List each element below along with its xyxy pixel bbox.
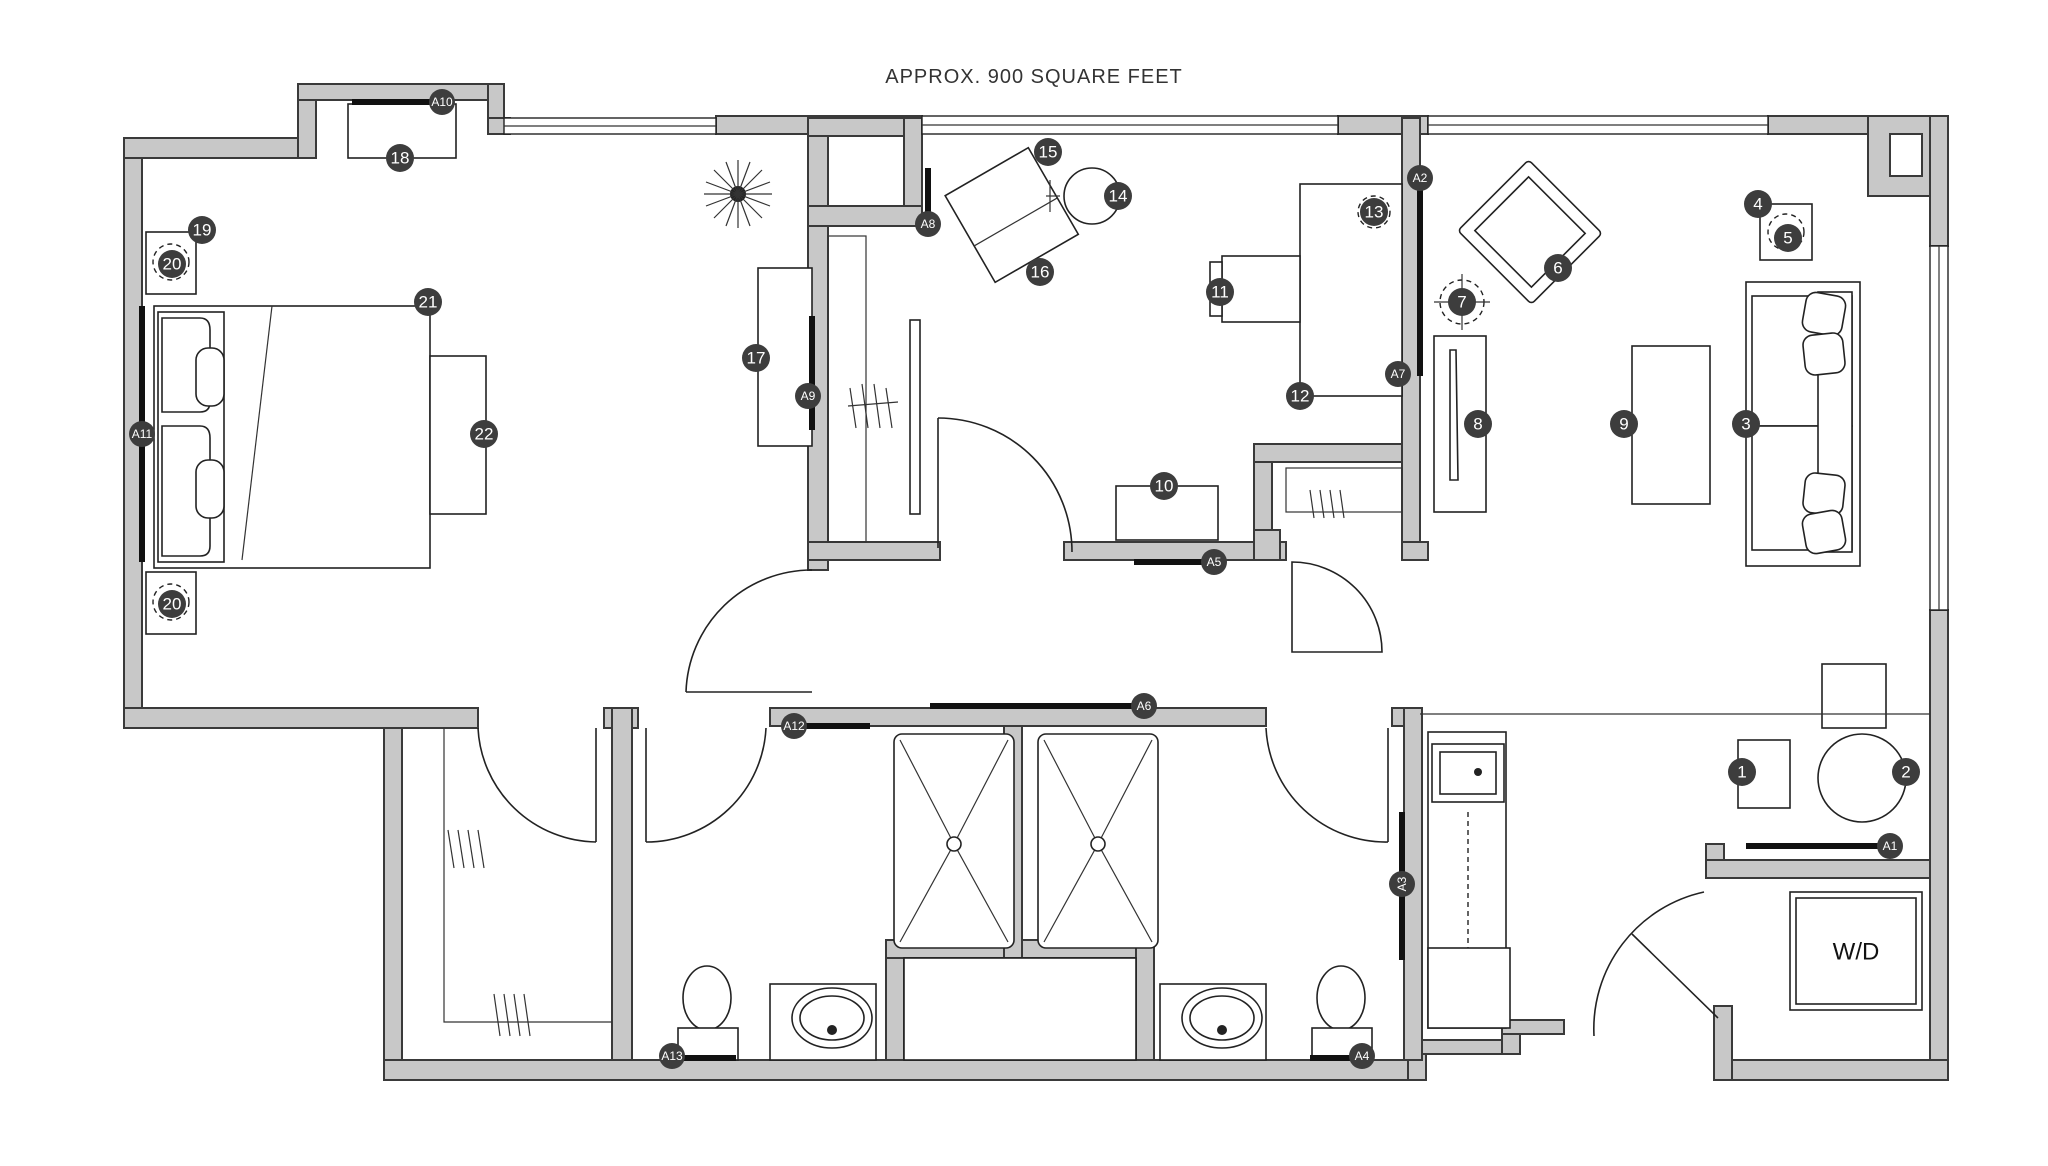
marker-a4: A4 xyxy=(1349,1043,1375,1069)
marker-3: 3 xyxy=(1732,410,1760,438)
marker-a11: A11 xyxy=(129,421,155,447)
marker-a1: A1 xyxy=(1877,833,1903,859)
marker-6: 6 xyxy=(1544,254,1572,282)
svg-text:9: 9 xyxy=(1619,415,1628,434)
marker-a13: A13 xyxy=(659,1043,685,1069)
marker-21: 21 xyxy=(414,288,442,316)
windows xyxy=(503,115,1949,611)
svg-text:A1: A1 xyxy=(1883,839,1898,853)
marker-a7: A7 xyxy=(1385,361,1411,387)
svg-text:3: 3 xyxy=(1741,415,1750,434)
marker-8: 8 xyxy=(1464,410,1492,438)
svg-text:16: 16 xyxy=(1031,263,1050,282)
svg-text:A2: A2 xyxy=(1413,171,1428,185)
marker-14: 14 xyxy=(1104,182,1132,210)
svg-text:A6: A6 xyxy=(1137,699,1152,713)
svg-text:14: 14 xyxy=(1109,187,1128,206)
svg-text:6: 6 xyxy=(1553,259,1562,278)
svg-text:19: 19 xyxy=(193,221,212,240)
svg-text:15: 15 xyxy=(1039,143,1058,162)
marker-20-top: 20 xyxy=(158,250,186,278)
svg-text:2: 2 xyxy=(1901,763,1910,782)
marker-a10: A10 xyxy=(429,89,455,115)
marker-20-bottom: 20 xyxy=(158,590,186,618)
svg-text:20: 20 xyxy=(163,595,182,614)
marker-9: 9 xyxy=(1610,410,1638,438)
svg-text:A3: A3 xyxy=(1395,876,1409,891)
svg-text:17: 17 xyxy=(747,349,766,368)
svg-text:22: 22 xyxy=(475,425,494,444)
marker-1: 1 xyxy=(1728,758,1756,786)
svg-text:A7: A7 xyxy=(1391,367,1406,381)
svg-text:A10: A10 xyxy=(431,95,453,109)
marker-a5: A5 xyxy=(1201,549,1227,575)
area-title: APPROX. 900 SQUARE FEET xyxy=(885,66,1183,88)
svg-text:10: 10 xyxy=(1155,477,1174,496)
marker-11: 11 xyxy=(1206,278,1234,306)
marker-a12: A12 xyxy=(781,713,807,739)
marker-a6: A6 xyxy=(1131,693,1157,719)
svg-text:7: 7 xyxy=(1457,293,1466,312)
svg-text:A13: A13 xyxy=(661,1049,683,1063)
svg-text:11: 11 xyxy=(1211,283,1229,302)
svg-text:1: 1 xyxy=(1737,763,1746,782)
svg-text:21: 21 xyxy=(419,293,438,312)
marker-19: 19 xyxy=(188,216,216,244)
marker-a8: A8 xyxy=(915,211,941,237)
svg-text:A5: A5 xyxy=(1207,555,1222,569)
marker-16: 16 xyxy=(1026,258,1054,286)
svg-text:13: 13 xyxy=(1365,203,1384,222)
svg-text:A4: A4 xyxy=(1355,1049,1370,1063)
marker-13: 13 xyxy=(1360,198,1388,226)
svg-text:18: 18 xyxy=(391,149,410,168)
svg-text:A8: A8 xyxy=(921,217,936,231)
marker-18: 18 xyxy=(386,144,414,172)
item-markers: 1 2 3 4 5 6 7 8 9 10 11 12 13 14 15 16 1… xyxy=(158,138,1920,786)
wd-label: W/D xyxy=(1833,939,1880,966)
marker-5: 5 xyxy=(1774,224,1802,252)
svg-text:A9: A9 xyxy=(801,389,816,403)
marker-a9: A9 xyxy=(795,383,821,409)
svg-text:A11: A11 xyxy=(132,427,153,441)
svg-text:5: 5 xyxy=(1783,229,1792,248)
marker-22: 22 xyxy=(470,420,498,448)
marker-15: 15 xyxy=(1034,138,1062,166)
marker-a2: A2 xyxy=(1407,165,1433,191)
marker-a3: A3 xyxy=(1389,871,1415,897)
furniture: W/D xyxy=(145,103,1930,1061)
svg-text:12: 12 xyxy=(1291,387,1310,406)
svg-text:4: 4 xyxy=(1753,195,1762,214)
svg-text:A12: A12 xyxy=(783,719,805,733)
marker-4: 4 xyxy=(1744,190,1772,218)
wall-art-lines xyxy=(139,99,1890,1061)
marker-10: 10 xyxy=(1150,472,1178,500)
doors xyxy=(477,417,1719,1037)
marker-12: 12 xyxy=(1286,382,1314,410)
plant-icon xyxy=(704,160,772,228)
marker-7: 7 xyxy=(1448,288,1476,316)
art-markers: A1 A2 A3 A4 A5 A6 A7 A8 A9 A10 A11 A12 A… xyxy=(129,89,1903,1069)
marker-2: 2 xyxy=(1892,758,1920,786)
svg-text:8: 8 xyxy=(1473,415,1482,434)
svg-text:20: 20 xyxy=(163,255,182,274)
marker-17: 17 xyxy=(742,344,770,372)
